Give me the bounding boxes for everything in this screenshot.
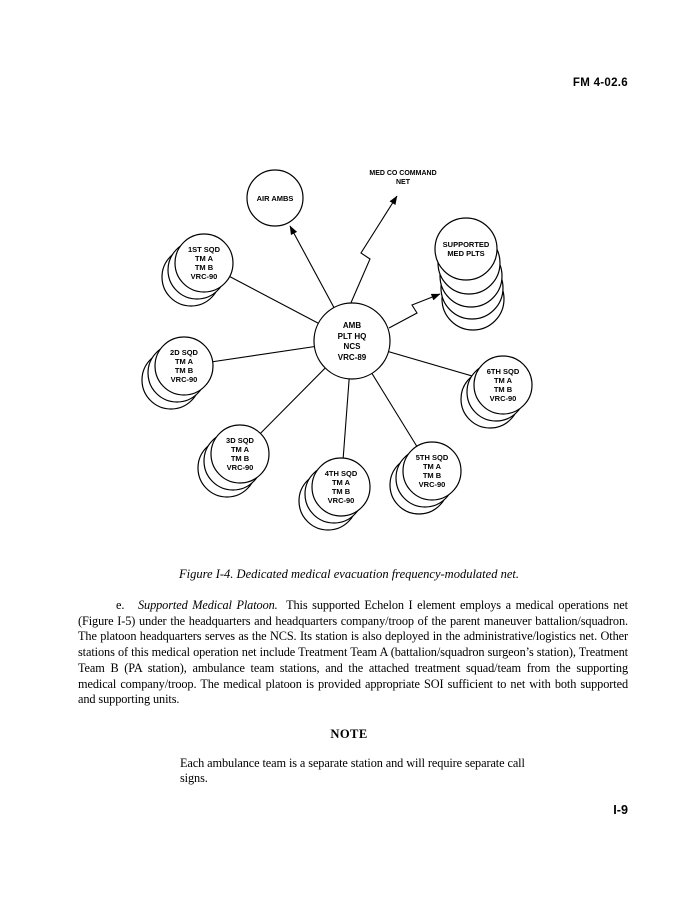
center-circle (313, 302, 391, 380)
squad-4-line3: TM B (332, 487, 351, 496)
squad-4-line2: TM A (332, 478, 351, 487)
squad-3-circle (210, 424, 270, 484)
squad-5-line1: 5TH SQD (416, 453, 449, 462)
supported-med-plts-line2: MED PLTS (447, 249, 484, 258)
squad-3-line3: TM B (231, 454, 250, 463)
label-med-co-command-net: MED CO COMMAND NET (369, 170, 436, 186)
page-number: I-9 (613, 803, 628, 817)
squad-4-line1: 4TH SQD (325, 469, 358, 478)
node-supported-med-plts: SUPPORTED MED PLTS (434, 217, 505, 331)
node-air-ambs: AIR AMBS (246, 169, 304, 227)
paragraph-label: e. (116, 598, 125, 612)
figure-caption: Figure I-4. Dedicated medical evacuation… (179, 567, 519, 581)
squad-4-circle (311, 457, 371, 517)
node-squad-4: 4TH SQD TM A TM B VRC-90 (298, 457, 371, 531)
air-ambs-circle (246, 169, 304, 227)
squad-6-line2: TM A (494, 376, 513, 385)
note-text: Each ambulance team is a separate statio… (180, 756, 525, 786)
doc-number: FM 4-02.6 (572, 77, 628, 89)
squad-5-line4: VRC-90 (419, 480, 446, 489)
squad-1-line4: VRC-90 (191, 272, 218, 281)
supported-med-plts-circle (434, 217, 498, 281)
squad-6-line3: TM B (494, 385, 513, 394)
squad-5-line2: TM A (423, 462, 442, 471)
squad-2-circle (154, 336, 214, 396)
center-line4: VRC-89 (338, 353, 367, 362)
supported-med-plts-line1: SUPPORTED (443, 240, 490, 249)
node-squad-2: 2D SQD TM A TM B VRC-90 (141, 336, 214, 410)
center-line1: AMB (343, 321, 361, 330)
note-heading: NOTE (330, 727, 368, 741)
center-line2: PLT HQ (338, 332, 367, 341)
node-squad-1: 1ST SQD TM A TM B VRC-90 (161, 233, 234, 307)
squad-1-line2: TM A (195, 254, 214, 263)
squad-3-line2: TM A (231, 445, 250, 454)
squad-6-line4: VRC-90 (490, 394, 517, 403)
lightning-to-med-co-command-net (349, 195, 398, 306)
squad-5-circle (402, 441, 462, 501)
node-squad-6: 6TH SQD TM A TM B VRC-90 (460, 355, 533, 429)
paragraph-text: This supported Echelon I element employs… (78, 598, 628, 707)
squad-1-line3: TM B (195, 263, 214, 272)
med-co-command-net-line2: NET (396, 179, 411, 186)
squad-5-line3: TM B (423, 471, 442, 480)
air-ambs-label: AIR AMBS (257, 194, 294, 203)
squad-2-line3: TM B (175, 366, 194, 375)
squad-6-line1: 6TH SQD (487, 367, 520, 376)
squad-2-line4: VRC-90 (171, 375, 198, 384)
squad-2-line1: 2D SQD (170, 348, 199, 357)
lightning-to-supported-med-plts (388, 293, 441, 329)
squad-3-line1: 3D SQD (226, 436, 255, 445)
squad-6-circle (473, 355, 533, 415)
med-co-command-net-line1: MED CO COMMAND (369, 170, 436, 177)
node-amb-plt-hq: AMB PLT HQ NCS VRC-89 (313, 302, 391, 380)
squad-1-circle (174, 233, 234, 293)
paragraph-title: Supported Medical Platoon. (137, 598, 278, 612)
squad-4-line4: VRC-90 (328, 496, 355, 505)
node-squad-5: 5TH SQD TM A TM B VRC-90 (389, 441, 462, 515)
paragraph-e: e. Supported Medical Platoon. This suppo… (78, 598, 628, 708)
squad-3-line4: VRC-90 (227, 463, 254, 472)
node-squad-3: 3D SQD TM A TM B VRC-90 (197, 424, 270, 498)
center-line3: NCS (344, 342, 362, 351)
squad-1-line1: 1ST SQD (188, 245, 221, 254)
squad-2-line2: TM A (175, 357, 194, 366)
